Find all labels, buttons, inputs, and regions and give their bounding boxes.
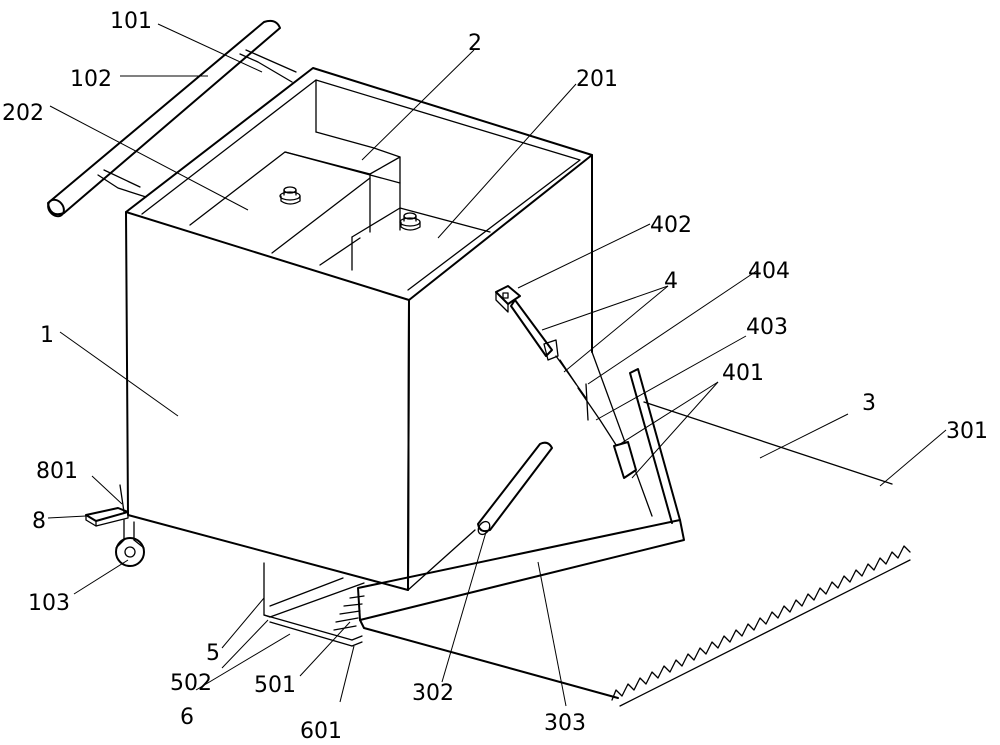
lower-frame (263, 562, 365, 647)
label-403: 403 (746, 315, 788, 340)
main-box (125, 67, 593, 591)
label-401: 401 (722, 361, 764, 386)
label-801: 801 (36, 459, 78, 484)
reference-labels: 101 102 202 2 201 402 4 404 403 401 3 30… (2, 9, 988, 744)
label-101: 101 (110, 9, 152, 34)
label-3: 3 (862, 391, 876, 416)
label-404: 404 (748, 259, 790, 284)
label-302: 302 (412, 681, 454, 706)
label-501: 501 (254, 673, 296, 698)
linkage-arm (495, 285, 637, 479)
label-402: 402 (650, 213, 692, 238)
label-8: 8 (32, 509, 46, 534)
blade-frame (357, 351, 893, 699)
leader-lines (47, 23, 947, 707)
label-202: 202 (2, 101, 44, 126)
label-601: 601 (300, 719, 342, 744)
handle-arms (97, 49, 297, 198)
label-502: 502 (170, 671, 212, 696)
label-102: 102 (70, 67, 112, 92)
tank-201 (351, 207, 491, 271)
rear-wheel (115, 519, 145, 567)
label-301: 301 (946, 419, 988, 444)
label-2: 2 (468, 31, 482, 56)
cylinder-302 (477, 441, 553, 536)
handle-bar (47, 19, 281, 218)
blade-teeth (611, 545, 911, 707)
label-201: 201 (576, 67, 618, 92)
label-1: 1 (40, 323, 54, 348)
label-103: 103 (28, 591, 70, 616)
foot-pedal (85, 484, 129, 527)
label-303: 303 (544, 711, 586, 736)
label-6: 6 (180, 705, 194, 730)
label-4: 4 (664, 269, 678, 294)
label-5: 5 (206, 641, 220, 666)
tank-202 (189, 131, 401, 266)
